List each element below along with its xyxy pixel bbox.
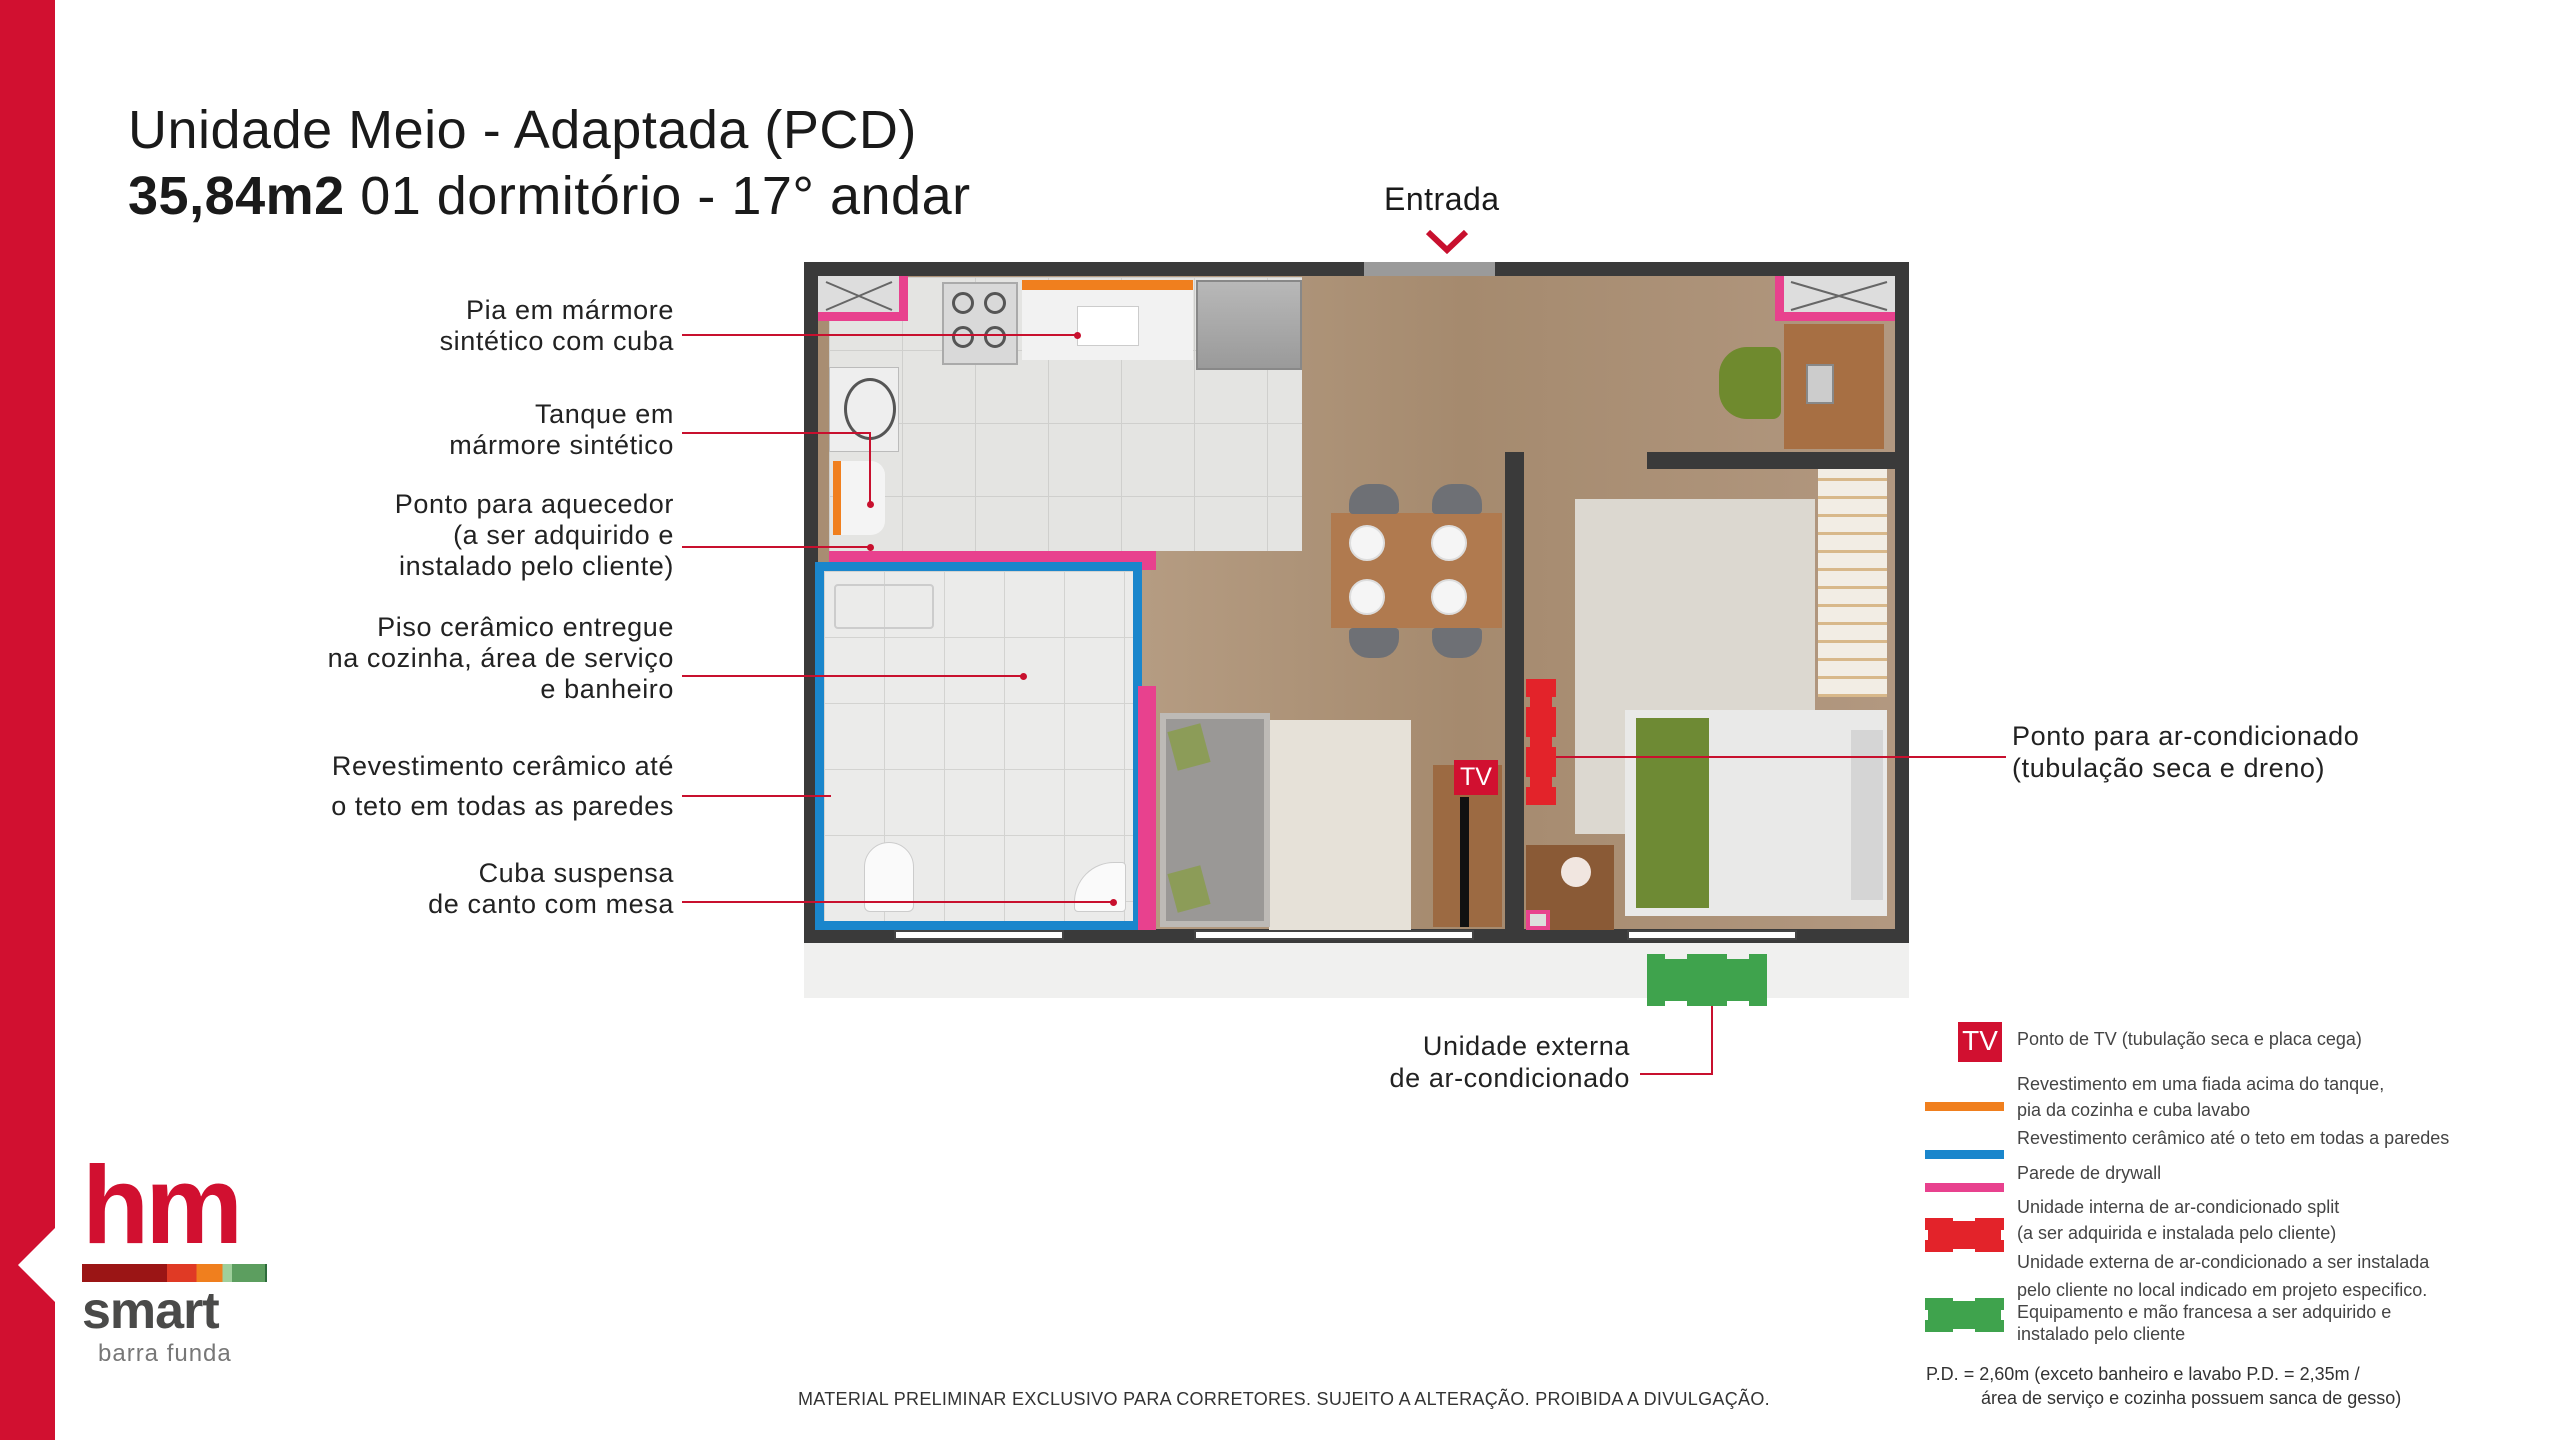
toilet bbox=[864, 842, 914, 912]
dining-chair bbox=[1349, 484, 1399, 514]
entrance-door-opening[interactable] bbox=[1364, 262, 1495, 276]
callout-ac-point: Ponto para ar-condicionado(tubulação sec… bbox=[2012, 721, 2360, 783]
legend-item-tv: Ponto de TV (tubulação seca e placa cega… bbox=[2017, 1029, 2362, 1049]
ac-external-unit-icon bbox=[1647, 954, 1767, 1006]
legend-item-orange-line2: pia da cozinha e cuba lavabo bbox=[2017, 1100, 2251, 1120]
legend-item-blue: Revestimento cerâmico até o teto em toda… bbox=[2017, 1128, 2450, 1148]
callout-dot bbox=[1110, 899, 1117, 906]
shower-grab-bar bbox=[834, 584, 934, 629]
washing-machine bbox=[829, 367, 899, 452]
logo-smart: smart bbox=[82, 1282, 220, 1340]
legend-item-pink: Parede de drywall bbox=[2017, 1163, 2162, 1183]
entrance-label: Entrada bbox=[1384, 181, 1500, 217]
shaft-x-icon bbox=[825, 281, 893, 311]
dining-chair bbox=[1432, 484, 1482, 514]
unit-area: 35,84m2 bbox=[128, 166, 345, 226]
legend-orange-line-icon bbox=[1925, 1102, 2004, 1111]
legend-item-ac-external-line3: Equipamento e mão francesa a ser adquiri… bbox=[2017, 1302, 2392, 1322]
entrance-chevron-icon bbox=[1425, 229, 1469, 254]
bedroom-wall bbox=[1505, 452, 1524, 930]
callout-dot bbox=[1020, 673, 1027, 680]
kitchen-sink-counter bbox=[1022, 280, 1193, 360]
logo-color-stripe bbox=[82, 1264, 267, 1282]
fridge bbox=[1196, 280, 1302, 370]
callout-dot bbox=[1074, 332, 1081, 339]
window bbox=[894, 930, 1064, 940]
legend-pink-line-icon bbox=[1925, 1183, 2004, 1192]
callout-dot bbox=[867, 501, 874, 508]
ac-internal-unit-icon bbox=[1526, 679, 1556, 805]
ceiling-height-note-line1: P.D. = 2,60m (exceto banheiro e lavabo P… bbox=[1926, 1364, 2360, 1384]
unit-title: Unidade Meio - Adaptada (PCD) bbox=[128, 100, 917, 160]
dining-chair bbox=[1432, 628, 1482, 658]
shaft-bedroom bbox=[1526, 910, 1550, 930]
unit-description: 01 dormitório - 17° andar bbox=[360, 166, 971, 226]
window bbox=[1627, 930, 1797, 940]
window bbox=[1194, 930, 1474, 940]
callout-dot bbox=[867, 544, 874, 551]
legend-blue-line-icon bbox=[1925, 1150, 2004, 1159]
tv-screen bbox=[1460, 797, 1469, 927]
office-nook-wall bbox=[1647, 452, 1895, 469]
unit-subtitle: 35,84m2 01 dormitório - 17° andar bbox=[128, 166, 971, 226]
stove bbox=[942, 282, 1018, 365]
logo-location: barra funda bbox=[98, 1340, 232, 1367]
legend-item-ac-external-line2: pelo cliente no local indicado em projet… bbox=[2017, 1280, 2428, 1300]
office-chair bbox=[1719, 347, 1781, 419]
legend-item-ac-external-line4: instalado pelo cliente bbox=[2017, 1324, 2186, 1344]
legend-item-ac-internal-line2: (a ser adquirida e instalada pelo client… bbox=[2017, 1223, 2337, 1243]
tv-point-badge: TV bbox=[1454, 760, 1498, 795]
ceiling-height-note-line2: área de serviço e cozinha possuem sanca … bbox=[1981, 1388, 2402, 1408]
floor-plan: TV bbox=[804, 262, 1909, 1006]
dining-table bbox=[1331, 513, 1502, 628]
disclaimer-footer: MATERIAL PRELIMINAR EXCLUSIVO PARA CORRE… bbox=[798, 1389, 1770, 1409]
legend-item-ac-internal-line1: Unidade interna de ar-condicionado split bbox=[2017, 1197, 2340, 1217]
legend-item-orange-line1: Revestimento em uma fiada acima do tanqu… bbox=[2017, 1074, 2385, 1094]
logo-hm: hm bbox=[82, 1144, 243, 1267]
office-desk bbox=[1784, 324, 1884, 449]
hm-smart-logo: hm smart barra funda bbox=[82, 1150, 267, 1368]
sofa bbox=[1160, 713, 1270, 927]
legend-tv-icon: TV bbox=[1958, 1022, 2002, 1062]
living-rug bbox=[1269, 720, 1411, 930]
bed bbox=[1625, 710, 1887, 916]
legend-ac-external-icon bbox=[1925, 1298, 2004, 1332]
wardrobe bbox=[1818, 469, 1887, 697]
laundry-tank bbox=[833, 461, 885, 535]
legend-item-ac-external-line1: Unidade externa de ar-condicionado a ser… bbox=[2017, 1252, 2430, 1272]
legend-ac-internal-icon bbox=[1925, 1218, 2004, 1252]
shaft-x-icon bbox=[1790, 281, 1888, 311]
brand-side-bar bbox=[0, 0, 55, 1440]
dining-chair bbox=[1349, 628, 1399, 658]
drywall-bathroom bbox=[1138, 686, 1156, 930]
